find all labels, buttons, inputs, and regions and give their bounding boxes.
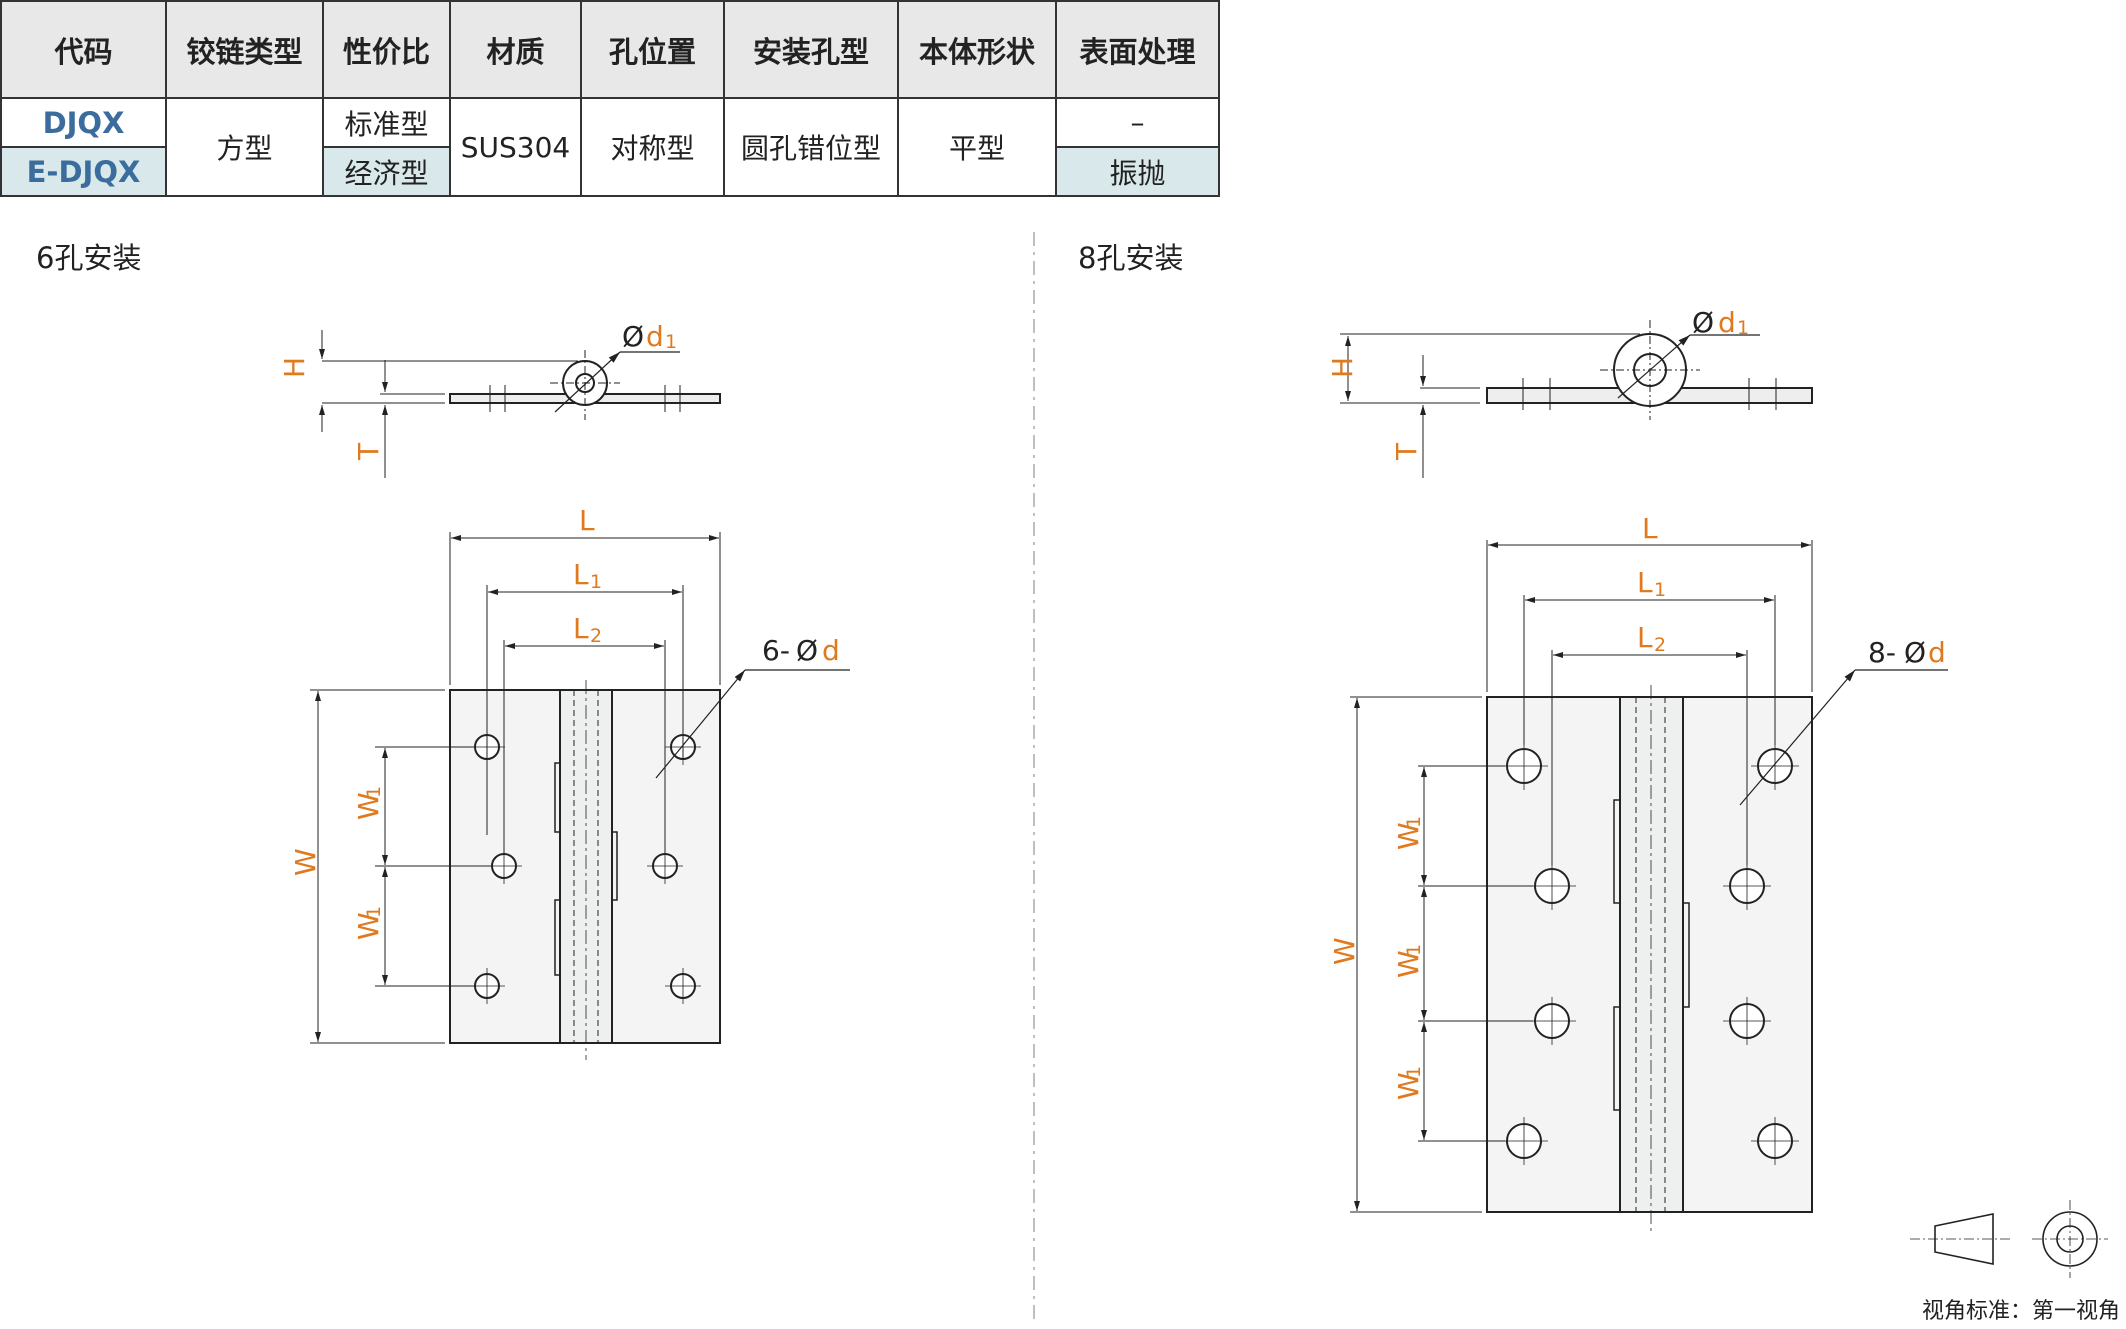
dim-L2-sub-right: 2 [1654, 634, 1666, 656]
holes-count-right: 8- [1868, 636, 1896, 669]
right-section-title: 8孔安装 [1078, 241, 1184, 275]
material-cell: SUS304 [449, 97, 582, 197]
header-hinge-type: 铰链类型 [165, 0, 324, 99]
dim-T-left: T [352, 442, 385, 461]
dim-W1a-right: W [1392, 822, 1425, 850]
header-surface: 表面处理 [1055, 0, 1220, 99]
dim-W1b-sub-right: 1 [1403, 944, 1425, 956]
dim-L1-sub-right: 1 [1654, 579, 1666, 601]
projection-symbol [1910, 1200, 2108, 1278]
code-cell: DJQX [0, 97, 167, 148]
surface-cell: 振抛 [1055, 146, 1220, 197]
header-hole-position: 孔位置 [580, 0, 725, 99]
dim-d1-sub-right: 1 [1737, 317, 1749, 339]
hinge-type-cell: 方型 [165, 97, 324, 197]
holes-d-left: d [822, 634, 840, 667]
dim-W1c-sub-right: 1 [1403, 1066, 1425, 1078]
table-row: E-DJQX 经济型 振抛 [0, 146, 1220, 197]
phi-symbol: Ø [796, 634, 818, 667]
dim-L1-right: L [1637, 566, 1653, 599]
dim-d1-sub-left: 1 [665, 331, 677, 353]
spec-table: 代码 铰链类型 性价比 材质 孔位置 安装孔型 本体形状 表面处理 DJQX 方… [0, 0, 1220, 197]
dim-H-right: H [1326, 357, 1359, 378]
table-header-row: 代码 铰链类型 性价比 材质 孔位置 安装孔型 本体形状 表面处理 [0, 0, 1220, 99]
dim-L-right: L [1642, 512, 1658, 545]
right-side-view [1340, 320, 1813, 478]
surface-cell: – [1055, 97, 1220, 148]
dim-W1b-sub-left: 1 [363, 906, 385, 918]
dim-H-left: H [278, 357, 311, 378]
dim-L-left: L [579, 504, 595, 537]
dim-W1b-left: W [352, 912, 385, 940]
header-shape: 本体形状 [897, 0, 1057, 99]
dim-d1-right: d [1718, 306, 1736, 339]
dim-W1a-left: W [352, 792, 385, 820]
header-material: 材质 [449, 0, 582, 99]
dim-d1-left: d [646, 320, 664, 353]
holes-d-right: d [1928, 636, 1946, 669]
phi-symbol: Ø [1692, 306, 1714, 339]
dim-W1b-right: W [1392, 950, 1425, 978]
left-side-view [319, 330, 721, 478]
dim-W-left: W [289, 848, 322, 876]
left-front-view [310, 532, 850, 1060]
header-code: 代码 [0, 0, 167, 99]
cost-cell: 标准型 [322, 97, 451, 148]
left-section-title: 6孔安装 [36, 241, 142, 275]
table-row: DJQX 方型 标准型 SUS304 对称型 圆孔错位型 平型 – [0, 97, 1220, 197]
header-hole-type: 安装孔型 [723, 0, 899, 99]
dim-W-right: W [1328, 937, 1361, 965]
dim-T-right: T [1390, 442, 1423, 461]
dim-L2-sub-left: 2 [590, 625, 602, 647]
phi-symbol: Ø [1904, 636, 1926, 669]
code-cell: E-DJQX [0, 146, 167, 197]
dim-W1a-sub-right: 1 [1403, 816, 1425, 828]
hole-position-cell: 对称型 [580, 97, 725, 197]
holes-count-left: 6- [762, 634, 790, 667]
right-front-view [1350, 540, 1948, 1235]
dim-L2-right: L [1637, 621, 1653, 654]
dim-W1a-sub-left: 1 [363, 786, 385, 798]
dim-L2-left: L [573, 612, 589, 645]
dim-L1-sub-left: 1 [590, 571, 602, 593]
view-standard-note: 视角标准：第一视角 [1921, 1299, 2120, 1324]
header-cost: 性价比 [322, 0, 451, 99]
hole-type-cell: 圆孔错位型 [723, 97, 899, 197]
cost-cell: 经济型 [322, 146, 451, 197]
dim-L1-left: L [573, 558, 589, 591]
dim-W1c-right: W [1392, 1072, 1425, 1100]
shape-cell: 平型 [897, 97, 1057, 197]
phi-symbol: Ø [622, 320, 644, 353]
